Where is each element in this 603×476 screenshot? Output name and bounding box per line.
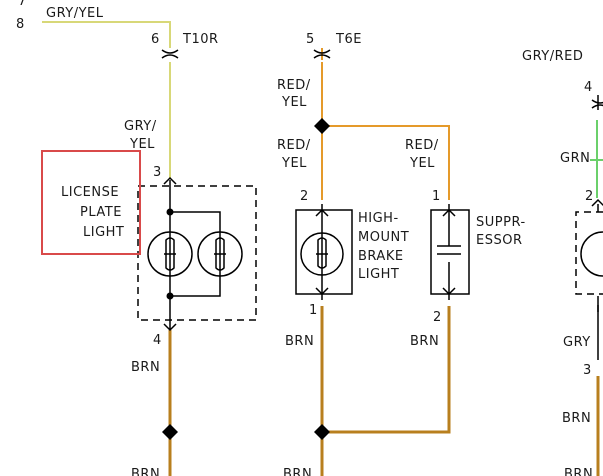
component-label: HIGH-	[358, 211, 399, 226]
component-label: MOUNT	[358, 230, 409, 245]
component-label: BRAKE	[358, 249, 404, 264]
component-label: PLATE	[80, 205, 122, 220]
pin-label: 7	[18, 0, 27, 9]
wire-label: RED/	[277, 138, 311, 153]
pin-label: 8	[16, 17, 25, 32]
wire-label: YEL	[281, 95, 307, 110]
connector-t10r-icon	[161, 49, 179, 59]
pin-label: 2	[300, 189, 309, 204]
wire-label: GRY/RED	[522, 49, 583, 64]
component-label: LIGHT	[358, 267, 399, 282]
pin-label: 2	[585, 189, 594, 204]
wire-gry-yel-top	[42, 21, 171, 48]
pin-label: 3	[153, 165, 162, 180]
suppressor-box	[430, 209, 470, 295]
pin-label: 4	[153, 333, 162, 348]
wire-label: YEL	[409, 156, 435, 171]
wire-label: RED/	[405, 138, 439, 153]
connector-right-top-icon	[591, 99, 603, 109]
wire-label: BRN	[410, 334, 439, 349]
wire-label: YEL	[281, 156, 307, 171]
pin-label: 5	[306, 32, 315, 47]
component-label: LICENSE	[61, 185, 119, 200]
bulb-icon	[197, 231, 243, 277]
pin-label: 6	[151, 32, 160, 47]
wire-red-yel-branch	[322, 125, 450, 200]
pin-label: 1	[432, 189, 441, 204]
pin-label: 3	[583, 363, 592, 378]
bulb-icon	[300, 232, 344, 276]
license-plate-light-box	[137, 185, 257, 321]
capacitor-icon	[437, 204, 461, 300]
wire-label: BRN	[131, 467, 160, 476]
wire-label: GRY/	[124, 119, 157, 134]
bulb-icon	[147, 231, 193, 277]
component-label: SUPPR-	[476, 215, 526, 230]
pin-label: 2	[433, 310, 442, 325]
wire-label: GRN	[560, 151, 590, 166]
component-label: LIGHT	[83, 225, 124, 240]
wire-brn-suppressor	[322, 306, 451, 434]
wire-label: BRN	[283, 467, 312, 476]
brake-light-box	[295, 209, 353, 295]
wire-label: RED/	[277, 78, 311, 93]
wire-label: BRN	[131, 360, 160, 375]
wire-label: YEL	[129, 137, 155, 152]
license-plate-highlight	[41, 150, 141, 255]
junction-dot-icon	[314, 424, 330, 440]
pin-label: 1	[309, 303, 318, 318]
pin-label: 4	[584, 80, 593, 95]
wire-label: BRN	[285, 334, 314, 349]
junction-dot-icon	[162, 424, 178, 440]
junction-dot-icon	[314, 118, 330, 134]
connector-t6e-icon	[313, 49, 331, 59]
right-partial-component	[575, 198, 603, 312]
wire-label: GRY/YEL	[46, 6, 104, 21]
component-label: ESSOR	[476, 233, 522, 248]
wire-label: BRN	[564, 467, 593, 476]
brake-light-internal	[315, 204, 329, 300]
wire-label: BRN	[562, 411, 591, 426]
connector-label: T6E	[335, 32, 362, 47]
wire-label: GRY	[563, 335, 591, 350]
connector-label: T10R	[182, 32, 219, 47]
